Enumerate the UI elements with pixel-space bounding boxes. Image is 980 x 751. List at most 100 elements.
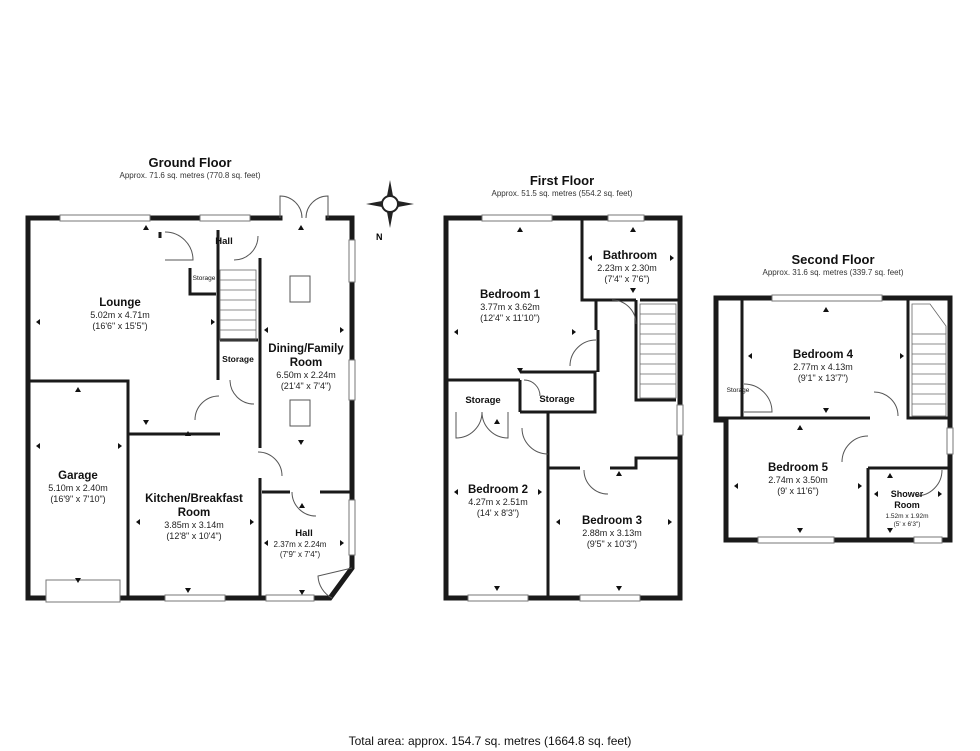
kitchen-dining-door xyxy=(257,451,283,477)
storage-left-label: Storage xyxy=(465,395,500,406)
dining-door xyxy=(233,235,259,261)
storage-door xyxy=(229,379,255,405)
patio-doors xyxy=(279,195,329,219)
lounge-metric: 5.02m x 4.71m xyxy=(90,310,150,320)
ground-floor: Ground Floor Approx. 71.6 sq. metres (77… xyxy=(25,155,356,603)
bedroom1-metric: 3.77m x 3.62m xyxy=(480,302,540,312)
garage-metric: 5.10m x 2.40m xyxy=(48,483,108,493)
garage-imperial: (16'9" x 7'10") xyxy=(50,494,105,504)
storage-2-label: Storage xyxy=(727,387,750,394)
shower-door xyxy=(915,469,943,497)
bedroom5-metric: 2.74m x 3.50m xyxy=(768,475,828,485)
garage-wall xyxy=(30,379,130,598)
second-measure-arrows xyxy=(734,307,942,533)
second-inner-walls xyxy=(718,300,948,538)
dining-label-1: Dining/Family xyxy=(268,343,344,355)
bedroom3-window xyxy=(579,594,641,602)
second-stairs xyxy=(911,303,947,417)
bedroom1-window xyxy=(481,214,553,222)
bedroom5-label: Bedroom 5 xyxy=(768,462,829,474)
bedroom2-window xyxy=(467,594,529,602)
front-door xyxy=(317,567,353,599)
hall-side-window xyxy=(348,499,356,556)
hall-bottom-metric: 2.37m x 2.24m xyxy=(274,540,327,549)
bedroom3-metric: 2.88m x 3.13m xyxy=(582,528,642,538)
compass-icon: N xyxy=(366,180,414,242)
bathroom-label: Bathroom xyxy=(603,250,657,262)
hall-window xyxy=(199,214,251,222)
bathroom-imperial: (7'4" x 7'6") xyxy=(604,274,649,284)
bedroom2-imperial: (14' x 8'3") xyxy=(477,508,519,518)
bedroom3-door xyxy=(583,469,609,495)
landing-window-2 xyxy=(946,427,954,455)
lounge-hall-wall xyxy=(188,258,220,380)
lounge-imperial: (16'6" x 15'5") xyxy=(92,321,147,331)
storage-right-label: Storage xyxy=(539,394,574,405)
bathroom-window xyxy=(607,214,645,222)
skylight-1 xyxy=(289,275,311,303)
bathroom-metric: 2.23m x 2.30m xyxy=(597,263,657,273)
hall-top-wall xyxy=(158,230,220,258)
bedroom4-imperial: (9'1" x 13'7") xyxy=(798,373,848,383)
storage-doors xyxy=(455,411,509,439)
bedroom2-metric: 4.27m x 2.51m xyxy=(468,497,528,507)
bathroom-door xyxy=(611,299,637,325)
ground-floor-area: Approx. 71.6 sq. metres (770.8 sq. feet) xyxy=(120,171,261,180)
kitchen-label-1: Kitchen/Breakfast xyxy=(145,493,243,505)
bedroom4-window xyxy=(771,294,883,302)
bedroom2-label: Bedroom 2 xyxy=(468,484,528,496)
first-inner-walls-bottom xyxy=(546,412,678,596)
first-floor: First Floor Approx. 51.5 sq. metres (554… xyxy=(443,173,684,602)
bedroom5-window xyxy=(757,536,835,544)
hall-front-window xyxy=(265,594,315,602)
bedroom1-imperial: (12'4" x 11'10") xyxy=(480,313,540,323)
total-area: Total area: approx. 154.7 sq. metres (16… xyxy=(348,734,632,748)
shower-label-2: Room xyxy=(894,500,920,510)
bedroom1-label: Bedroom 1 xyxy=(480,289,541,301)
second-floor: Second Floor Approx. 31.6 sq. metres (33… xyxy=(713,252,954,544)
first-measure-arrows xyxy=(454,227,674,591)
kitchen-label-2: Room xyxy=(178,507,211,519)
bedroom4-label: Bedroom 4 xyxy=(793,349,854,361)
bedroom3-imperial: (9'5" x 10'3") xyxy=(587,539,637,549)
lounge-window xyxy=(59,214,151,222)
first-floor-title: First Floor xyxy=(530,173,594,188)
kitchen-metric: 3.85m x 3.14m xyxy=(164,520,224,530)
garage-door xyxy=(45,579,121,603)
first-floor-area: Approx. 51.5 sq. metres (554.2 sq. feet) xyxy=(492,189,633,198)
bedroom1-door xyxy=(569,339,597,367)
ground-stairs xyxy=(219,269,257,341)
bedroom3-label: Bedroom 3 xyxy=(582,515,642,527)
hall-top-label: Hall xyxy=(215,236,232,247)
hall-door xyxy=(164,231,194,261)
shower-label-1: Shower xyxy=(891,489,924,499)
storage-door-2 xyxy=(743,383,773,413)
shower-window xyxy=(913,536,943,544)
first-outer-wall xyxy=(443,215,683,601)
bedroom2-door xyxy=(521,427,549,455)
ground-floor-title: Ground Floor xyxy=(148,155,231,170)
ground-measure-arrows xyxy=(36,225,344,595)
first-stair-walls xyxy=(596,300,676,402)
skylight-2 xyxy=(289,399,311,427)
bedroom5-door xyxy=(841,435,869,463)
hall-inner-door xyxy=(291,491,317,517)
shower-imperial: (5' x 6'3") xyxy=(894,521,921,528)
dining-window-1 xyxy=(348,239,356,283)
hall-bottom-label: Hall xyxy=(295,528,312,539)
garage-label: Garage xyxy=(58,470,98,482)
storage-small-label: Storage xyxy=(193,275,216,282)
second-floor-area: Approx. 31.6 sq. metres (339.7 sq. feet) xyxy=(763,268,904,277)
kitchen-window xyxy=(164,594,226,602)
dining-imperial: (21'4" x 7'4") xyxy=(281,381,331,391)
hall-bottom-imperial: (7'9" x 7'4") xyxy=(280,550,321,559)
kitchen-imperial: (12'8" x 10'4") xyxy=(166,531,221,541)
first-stairs xyxy=(639,303,677,399)
dining-metric: 6.50m x 2.24m xyxy=(276,370,336,380)
dining-window-2 xyxy=(348,359,356,401)
lounge-label: Lounge xyxy=(99,297,141,309)
first-inner-walls-top xyxy=(448,220,678,414)
storage-mid-label: Storage xyxy=(222,354,254,364)
kitchen-door xyxy=(194,395,220,421)
